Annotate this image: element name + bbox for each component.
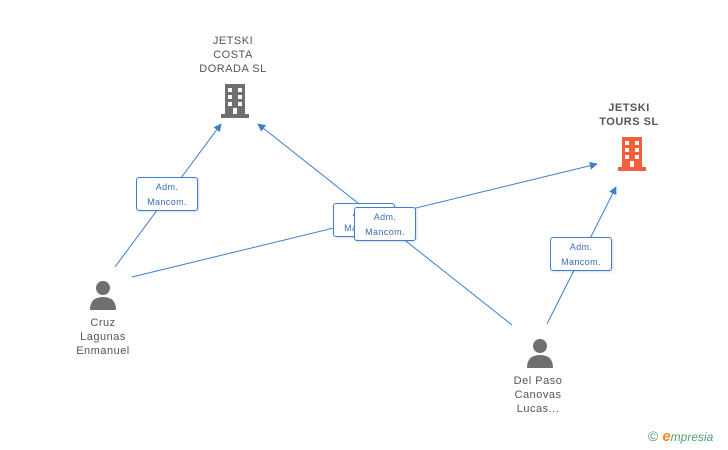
copyright-symbol: ©	[648, 428, 659, 444]
edge-label-role[interactable]: Adm. Mancom.	[354, 207, 416, 241]
role-line-2: Mancom.	[561, 257, 601, 267]
building-icon[interactable]	[618, 137, 646, 171]
role-line-1: Adm.	[569, 242, 593, 252]
role-line-2: Mancom.	[365, 227, 405, 237]
company-name-costa-dorada[interactable]: JETSKI COSTA DORADA SL	[199, 35, 267, 75]
edge-label-role[interactable]: Adm. Mancom.	[136, 177, 198, 211]
person-icon[interactable]	[89, 280, 117, 310]
building-icon[interactable]	[221, 84, 249, 118]
person-name-cruz[interactable]: Cruz Lagunas Enmanuel	[76, 317, 130, 357]
role-line-1: Adm.	[155, 182, 179, 192]
role-line-2: Mancom.	[147, 197, 187, 207]
company-name-tours[interactable]: JETSKI TOURS SL	[599, 102, 659, 128]
person-name-del-paso[interactable]: Del Paso Canovas Lucas...	[513, 375, 563, 415]
role-line-1: Adm.	[373, 212, 397, 222]
brand-e: e	[662, 428, 671, 445]
brand-name: mpresia	[670, 430, 714, 444]
brand-logo: ©empresia	[648, 428, 713, 445]
person-icon[interactable]	[526, 338, 554, 368]
edge-label-role[interactable]: Adm. Mancom.	[550, 237, 612, 271]
